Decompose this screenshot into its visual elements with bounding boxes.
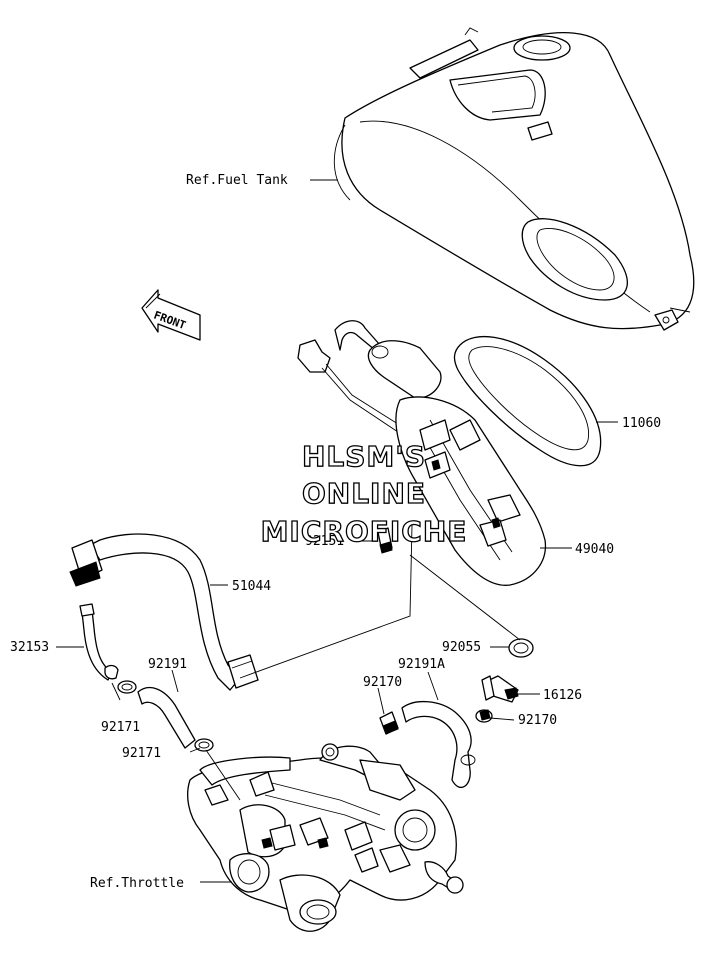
fuel-pump (297, 320, 547, 586)
part-label-32153: 32153 (10, 640, 49, 655)
part-label-92171-b: 92171 (122, 746, 161, 761)
gasket (453, 335, 602, 467)
part-label-92170-b: 92170 (518, 713, 557, 728)
part-label-92151: 92151 (305, 534, 344, 549)
sensor-16126 (481, 675, 519, 703)
bolt-92151 (377, 527, 393, 554)
throttle-body (187, 743, 464, 932)
watermark-line-3: MICROFICHE (261, 515, 468, 548)
part-label-16126: 16126 (543, 688, 582, 703)
part-label-92191: 92191 (148, 657, 187, 672)
fuel-tank (333, 27, 695, 331)
clamp-92170-b (475, 709, 493, 723)
hose-92191A (401, 701, 476, 789)
watermark: HLSM'S ONLINE MICROFICHE (260, 439, 468, 548)
fitting-32153 (79, 603, 119, 681)
part-label-92171-a: 92171 (101, 720, 140, 735)
part-label-92170-a: 92170 (363, 675, 402, 690)
part-label-51044: 51044 (232, 579, 271, 594)
ref-throttle-label: Ref.Throttle (90, 876, 184, 891)
hose-92191 (137, 687, 196, 749)
front-arrow: FRONT (141, 289, 201, 341)
part-label-92055: 92055 (442, 640, 481, 655)
clamp-92171-a (117, 680, 137, 694)
watermark-line-1: HLSM'S (302, 440, 426, 473)
part-labels: Ref.Fuel Tank 11060 49040 92151 51044 32… (10, 173, 661, 891)
o-ring-92055 (508, 638, 534, 658)
leader-lines (56, 179, 618, 883)
part-label-11060: 11060 (622, 416, 661, 431)
clamp-92170-a (379, 711, 399, 735)
hose-51044 (69, 533, 259, 691)
part-label-49040: 49040 (575, 542, 614, 557)
ref-fuel-tank-label: Ref.Fuel Tank (186, 173, 288, 188)
part-label-92191A: 92191A (398, 657, 445, 672)
watermark-line-2: ONLINE (302, 477, 426, 510)
